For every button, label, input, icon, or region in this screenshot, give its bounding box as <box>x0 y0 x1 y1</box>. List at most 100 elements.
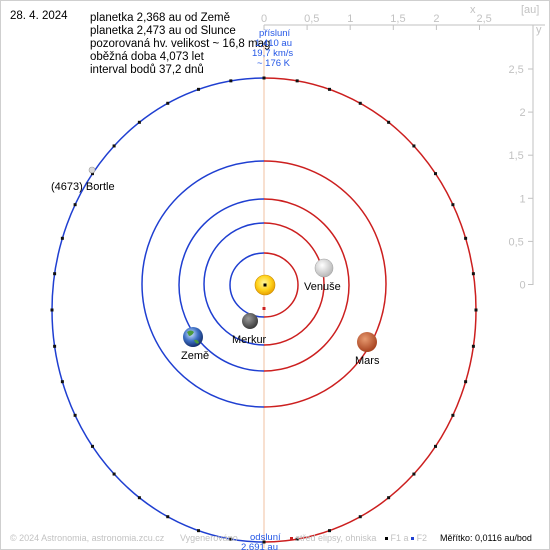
orbit-point <box>53 272 57 276</box>
period-text: oběžná doba 4,073 let <box>90 51 204 63</box>
legend-f2-label: F2 <box>416 533 428 543</box>
x-tick-label: 1 <box>347 13 353 25</box>
x-tick-label: 2 <box>433 13 439 25</box>
orbit-point <box>60 380 64 384</box>
y-tick-label: 1,5 <box>509 150 524 162</box>
mercury-label: Merkur <box>232 334 267 346</box>
y-tick-label: 2,5 <box>509 64 524 76</box>
venus-label: Venuše <box>304 281 341 293</box>
earth-distance-text: planetka 2,368 au od Země <box>90 12 231 24</box>
scale-text: Měřítko: 0,0116 au/bod <box>440 533 532 543</box>
earth-orbit-red <box>263 198 350 372</box>
x-tick-label: 1,5 <box>390 13 405 25</box>
legend-f1-label: F1 a <box>390 533 409 543</box>
y-tick-label: 1 <box>520 193 526 205</box>
orbit-point <box>295 537 299 541</box>
sun-focus-marker <box>263 283 267 287</box>
asteroid <box>88 166 96 174</box>
orbit-point <box>137 496 141 500</box>
orbit-point <box>451 203 455 207</box>
orbit-point <box>166 515 170 519</box>
mercury <box>242 313 258 329</box>
legend-red-marker-icon <box>290 537 293 541</box>
venus-orbit-blue <box>203 222 265 346</box>
perihelion-distance: 1,410 au <box>255 38 292 49</box>
orbit-point <box>358 101 362 105</box>
orbit-point <box>112 472 116 476</box>
perihelion-temperature: ~ 176 K <box>257 58 291 69</box>
mars-orbit-red <box>263 160 387 408</box>
orbit-point <box>166 101 170 105</box>
legend-foci: F1 a F2 <box>385 533 427 543</box>
x-axis-label: x <box>470 4 476 16</box>
legend-center-label: střed elipsy, ohniska <box>295 533 377 543</box>
venus <box>314 258 334 278</box>
orbit-point <box>137 120 141 124</box>
perihelion-speed: 19,7 km/s <box>252 48 293 59</box>
asteroid-label: (4673) Bortle <box>51 181 115 193</box>
orbit-point <box>464 236 468 240</box>
orbit-point <box>464 380 468 384</box>
date-label: 28. 4. 2024 <box>10 10 68 22</box>
info-block: planetka 2,368 au od Země planetka 2,473… <box>90 12 270 77</box>
perihelion-info: přísluní 1,410 au 19,7 km/s ~ 176 K <box>252 28 293 69</box>
orbit-point <box>50 308 54 312</box>
orbit-point <box>328 529 332 533</box>
orbit-point <box>387 120 391 124</box>
orbit-point <box>412 144 416 148</box>
orbit-point <box>434 444 438 448</box>
orbit-point <box>474 308 478 312</box>
interval-text: interval bodů 37,2 dnů <box>90 64 204 76</box>
perihelion-title: přísluní <box>259 28 291 39</box>
orbit-point <box>112 144 116 148</box>
mars-orbit-blue <box>141 160 265 408</box>
planet-orbits <box>141 160 387 408</box>
orbit-point <box>358 515 362 519</box>
x-tick-label: 0 <box>261 13 267 25</box>
orbit-point <box>196 87 200 91</box>
earth-label: Země <box>181 350 209 362</box>
orbit-point <box>229 537 233 541</box>
y-axis-label: y <box>536 24 542 36</box>
aphelion-title: odsluní <box>250 532 281 543</box>
asteroid-orbit-red <box>263 77 477 543</box>
orbit-point <box>451 413 455 417</box>
legend-f2-marker-icon <box>411 537 415 541</box>
earth-orbit-blue <box>178 198 265 372</box>
y-tick-label: 0 <box>520 280 526 292</box>
mars-label: Mars <box>355 355 380 367</box>
asteroid-orbit <box>50 76 478 544</box>
orbit-point <box>471 344 475 348</box>
asteroid-orbit-blue <box>51 77 265 543</box>
earth-continents <box>187 330 199 344</box>
mars <box>357 332 377 352</box>
legend-center: střed elipsy, ohniska <box>290 533 376 543</box>
sun-distance-text: planetka 2,473 au od Slunce <box>90 25 236 37</box>
ellipse-center-marker <box>262 307 266 310</box>
orbit-point <box>60 236 64 240</box>
venus-orbit-red <box>263 222 325 346</box>
aphelion-info: odsluní 2,691 au <box>241 532 281 550</box>
unit-label: [au] <box>521 4 539 16</box>
aphelion-distance: 2,691 au <box>241 542 278 550</box>
orbit-point <box>53 344 57 348</box>
orbit-point <box>90 172 94 176</box>
orbit-point <box>412 472 416 476</box>
mercury-orbit-red <box>263 252 299 318</box>
y-tick-label: 2 <box>520 107 526 119</box>
orbit-point <box>262 540 266 544</box>
orbit-point <box>328 87 332 91</box>
x-tick-label: 0,5 <box>304 13 319 25</box>
orbit-point <box>73 203 77 207</box>
earth <box>183 327 203 347</box>
orbit-point <box>262 76 266 80</box>
orbit-point <box>229 79 233 83</box>
magnitude-text: pozorovaná hv. velikost ~ 16,8 mag <box>90 38 271 50</box>
orbit-point <box>196 529 200 533</box>
legend-f1-marker-icon <box>385 537 388 541</box>
orbit-point <box>90 444 94 448</box>
orbit-point <box>387 496 391 500</box>
copyright-text: © 2024 Astronomia, astronomia.zcu.cz <box>10 533 165 543</box>
